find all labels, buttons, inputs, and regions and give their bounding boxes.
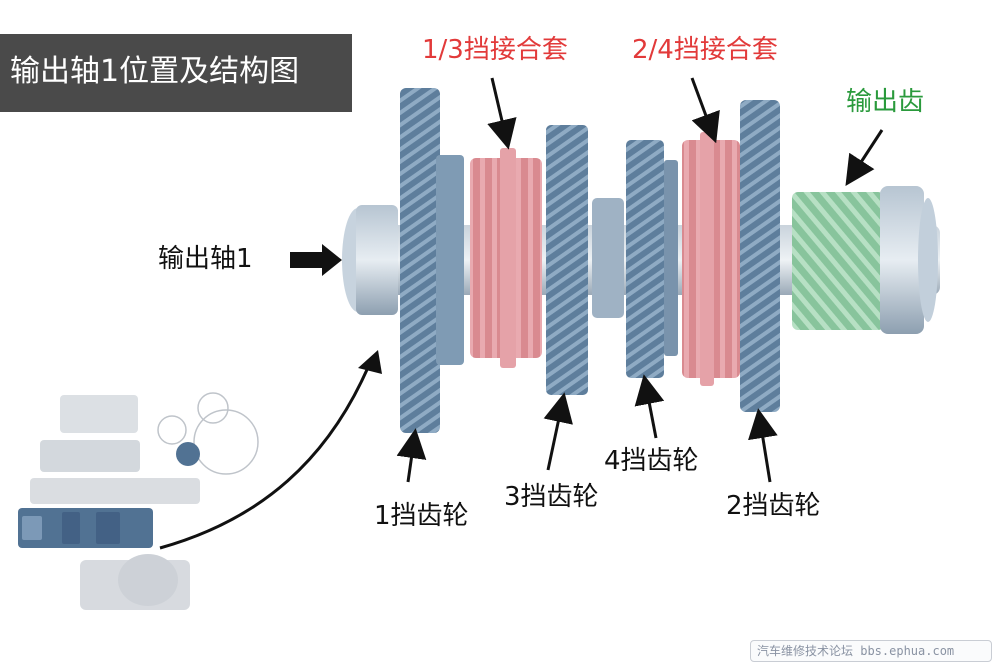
label-output-gear: 输出齿 xyxy=(846,87,925,117)
page-title: 输出轴1位置及结构图 xyxy=(10,54,300,89)
label-sleeve-24: 2/4挡接合套 xyxy=(632,35,778,65)
gear-1-shape xyxy=(400,88,464,433)
label-sleeve-13: 1/3挡接合套 xyxy=(422,35,568,65)
arrow-gear-1 xyxy=(396,428,427,483)
watermark-badge: 汽车维修技术论坛 bbs.ephua.com xyxy=(750,640,992,662)
left-bearing xyxy=(342,205,398,315)
label-gear-1: 1挡齿轮 xyxy=(374,501,469,531)
spacer xyxy=(592,198,624,318)
zoom-curve-arrowhead xyxy=(358,350,382,374)
watermark-text: 汽车维修技术论坛 bbs.ephua.com xyxy=(757,644,955,658)
gear-2-shape xyxy=(740,100,780,412)
right-bearing xyxy=(880,186,938,334)
gear-3-shape xyxy=(546,125,588,395)
label-gear-2: 2挡齿轮 xyxy=(726,491,821,521)
label-output-shaft: 输出轴1 xyxy=(158,244,253,274)
arrow-gear-2 xyxy=(748,408,778,483)
label-gear-3: 3挡齿轮 xyxy=(504,482,599,512)
arrow-output-gear xyxy=(845,129,884,187)
zoom-curve-arrow xyxy=(159,357,374,550)
output-gear-shape xyxy=(792,192,884,330)
arrow-sleeve-13 xyxy=(487,77,517,150)
title-banner: 输出轴1位置及结构图 xyxy=(0,34,352,112)
arrow-gear-4 xyxy=(634,374,665,439)
sleeve-24-shape xyxy=(682,132,740,386)
arrow-gear-3 xyxy=(543,392,573,471)
arrow-sleeve-24 xyxy=(690,77,720,144)
sleeve-13-shape xyxy=(470,148,542,368)
gearbox-thumbnail xyxy=(18,392,259,610)
label-gear-4: 4挡齿轮 xyxy=(604,446,699,476)
gear-4-shape xyxy=(626,140,678,378)
shaft-arrow xyxy=(290,244,342,276)
